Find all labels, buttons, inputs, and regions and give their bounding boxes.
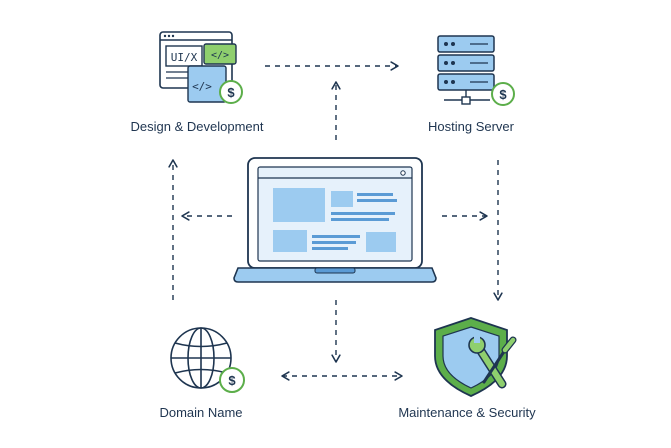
label-design-development: Design & Development [130, 119, 264, 134]
design-development-icon: UI/X </> </> [159, 31, 237, 103]
dollar-coin-icon: $ [219, 367, 245, 393]
shield-icon [434, 317, 508, 397]
svg-text:$: $ [227, 85, 235, 100]
svg-text:</>: </> [211, 50, 229, 61]
wrench-icon [468, 335, 507, 389]
svg-text:$: $ [228, 373, 236, 388]
svg-text:UI/X: UI/X [171, 51, 198, 64]
screwdriver-icon [482, 336, 517, 384]
dollar-coin-icon: $ [219, 80, 243, 104]
dollar-coin-icon: $ [491, 82, 515, 106]
svg-text:$: $ [499, 87, 507, 102]
label-domain-name: Domain Name [159, 405, 243, 420]
laptop-icon [233, 157, 437, 283]
label-hosting-server: Hosting Server [428, 119, 514, 134]
label-maintenance-security: Maintenance & Security [398, 405, 536, 420]
hosting-server-icon [437, 35, 495, 105]
svg-text:</>: </> [192, 80, 212, 93]
